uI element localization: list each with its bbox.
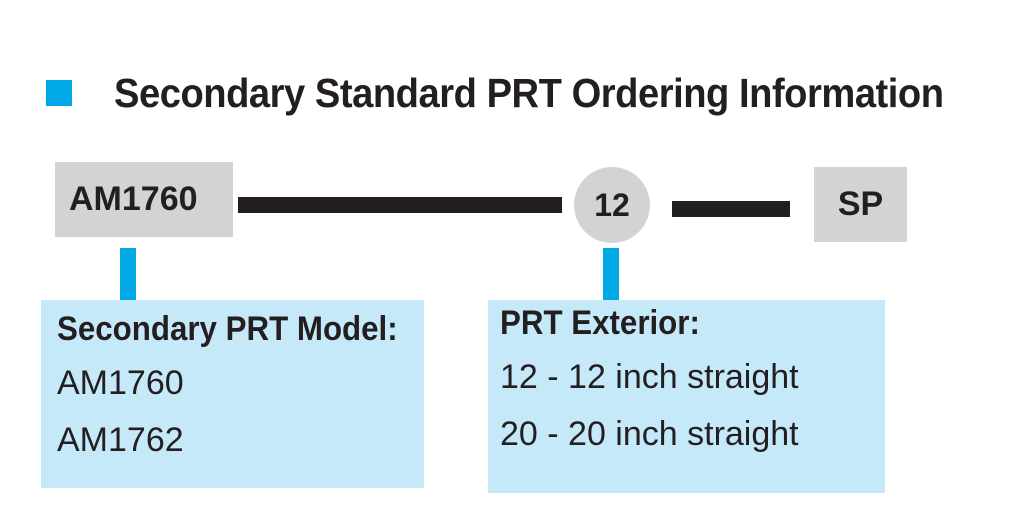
exterior-options-panel: PRT Exterior: 12 - 12 inch straight 20 -… — [488, 300, 885, 493]
exterior-panel-heading: PRT Exterior: — [500, 304, 700, 342]
title-bullet-square — [46, 80, 72, 106]
model-connector-line — [120, 248, 136, 300]
model-option: AM1762 — [57, 421, 184, 459]
model-code-box: AM1760 — [55, 162, 233, 237]
model-option: AM1760 — [57, 364, 184, 402]
exterior-code-circle: 12 — [574, 167, 650, 243]
exterior-connector-line — [603, 248, 619, 300]
model-options-panel: Secondary PRT Model: AM1760 AM1762 — [41, 300, 424, 488]
model-panel-heading: Secondary PRT Model: — [57, 310, 398, 348]
connector-bar-model-to-exterior — [238, 197, 562, 213]
connector-bar-exterior-to-suffix — [672, 201, 790, 217]
exterior-option: 12 - 12 inch straight — [500, 358, 799, 396]
suffix-code-box: SP — [814, 167, 907, 242]
exterior-option: 20 - 20 inch straight — [500, 415, 799, 453]
page-title: Secondary Standard PRT Ordering Informat… — [114, 70, 944, 116]
